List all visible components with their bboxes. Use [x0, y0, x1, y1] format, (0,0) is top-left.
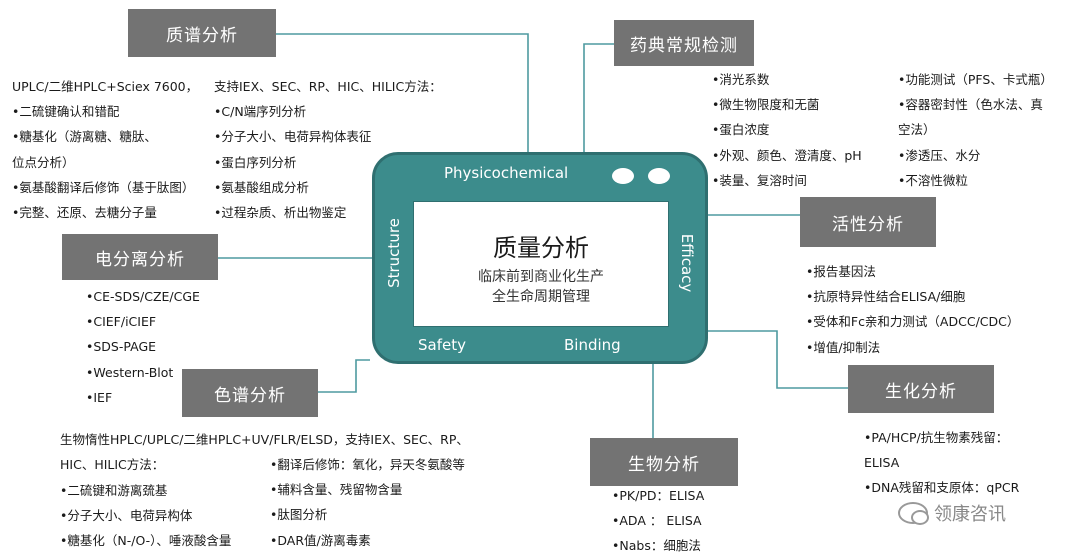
- line-chromatography: [318, 359, 370, 393]
- pharmacopeia-line: •功能测试（PFS、卡式瓶）: [898, 72, 1053, 87]
- mass-spec-col1: UPLC/二维HPLC+Sciex 7600， •二硫键确认和错配 •糖基化（游…: [12, 74, 198, 225]
- bio-line: •PK/PD：ELISA: [612, 488, 705, 503]
- bio-title-box: 生物分析: [590, 438, 738, 486]
- line-mass-spec: [276, 33, 529, 156]
- mass-spec-line: •C/N端序列分析: [214, 104, 307, 120]
- chromatography-line: •分子大小、电荷异构体: [60, 508, 193, 524]
- mass-spec-line: •氨基酸翻译后修饰（基于肽图）: [12, 179, 195, 195]
- mass-spec-line: 位点分析）: [12, 154, 75, 170]
- biochem-line: •DNA残留和支原体：qPCR: [864, 480, 1020, 496]
- mass-spec-line: UPLC/二维HPLC+Sciex 7600，: [12, 79, 199, 94]
- pharmacopeia-col1: •消光系数 •微生物限度和无菌 •蛋白浓度 •外观、颜色、澄清度、pH •装量、…: [712, 67, 862, 193]
- electro-line: •CIEF/iCIEF: [86, 314, 157, 330]
- mass-spec-line: 支持IEX、SEC、RP、HIC、HILIC方法：: [214, 79, 442, 94]
- mass-spec-line: •糖基化（游离糖、糖肽、: [12, 129, 157, 145]
- bio-line: •ADA ： ELISA: [612, 513, 702, 529]
- pharmacopeia-line: •蛋白浓度: [712, 122, 770, 138]
- electro-title-box: 电分离分析: [62, 234, 218, 280]
- chromatography-line: •肽图分析: [270, 507, 328, 523]
- biochem-line: ELISA: [864, 455, 900, 471]
- biochem-line: •PA/HCP/抗生物素残留：: [864, 430, 1009, 445]
- chromatography-line: •二硫键和游离巯基: [60, 483, 168, 498]
- pharmacopeia-line: •微生物限度和无菌: [712, 97, 820, 113]
- activity-line: •抗原特异性结合ELISA/细胞: [806, 289, 966, 305]
- pharmacopeia-line: •消光系数: [712, 72, 770, 87]
- label-structure: Structure: [385, 218, 403, 288]
- electro-line: •IEF: [86, 389, 113, 405]
- watermark: 领康咨讯: [898, 500, 1006, 526]
- mass-spec-line: •分子大小、电荷异构体表征: [214, 129, 372, 145]
- pharmacopeia-line: •外观、颜色、澄清度、pH: [712, 147, 862, 163]
- chromatography-title-box: 色谱分析: [182, 369, 318, 417]
- bio-line: •Nabs：细胞法: [612, 538, 701, 554]
- chromatography-col2: •翻译后修饰：氧化，异天冬氨酸等 •辅料含量、残留物含量 •肽图分析 •DAR值…: [270, 452, 465, 553]
- mass-spec-line: •氨基酸组成分析: [214, 179, 309, 195]
- label-safety: Safety: [418, 336, 466, 354]
- center-subtitle-1: 临床前到商业化生产: [478, 269, 604, 285]
- biochem-title-box: 生化分析: [848, 365, 994, 413]
- pharmacopeia-line: •容器密封性（色水法、真: [898, 97, 1043, 113]
- activity-title-box: 活性分析: [800, 197, 936, 247]
- chromatography-intro-1: 生物惰性HPLC/UPLC/二维HPLC+UV/FLR/ELSD，支持IEX、S…: [60, 432, 469, 447]
- activity-line: •增值/抑制法: [806, 339, 881, 355]
- device-screen: [413, 201, 669, 327]
- chromatography-intro-2: HIC、HILIC方法：: [60, 457, 165, 472]
- bio-items: •PK/PD：ELISA •ADA ： ELISA •Nabs：细胞法: [612, 483, 704, 559]
- chromatography-line: •辅料含量、残留物含量: [270, 482, 403, 498]
- pharmacopeia-line: •不溶性微粒: [898, 172, 968, 188]
- pharmacopeia-line: •渗透压、水分: [898, 147, 981, 163]
- device-dot-icon: [648, 168, 670, 184]
- pharmacopeia-col2: •功能测试（PFS、卡式瓶） •容器密封性（色水法、真 空法） •渗透压、水分 …: [898, 67, 1053, 193]
- activity-line: •报告基因法: [806, 264, 876, 279]
- device-dot-icon: [612, 168, 634, 184]
- chromatography-line: •DAR值/游离毒素: [270, 532, 371, 548]
- pharmacopeia-line: •装量、复溶时间: [712, 172, 807, 188]
- mass-spec-line: •过程杂质、析出物鉴定: [214, 204, 347, 220]
- center-title: 质量分析: [493, 234, 589, 262]
- electro-line: •Western-Blot: [86, 364, 174, 380]
- mass-spec-title-box: 质谱分析: [128, 9, 276, 57]
- electro-line: •CE-SDS/CZE/CGE: [86, 289, 200, 304]
- biochem-items: •PA/HCP/抗生物素残留： ELISA •DNA残留和支原体：qPCR: [864, 425, 1019, 501]
- chromatography-col1: •二硫键和游离巯基 •分子大小、电荷异构体 •糖基化（N-/O-）、唾液酸含量: [60, 478, 231, 554]
- mass-spec-line: •完整、还原、去糖分子量: [12, 204, 157, 220]
- center-subtitle-2: 全生命周期管理: [492, 289, 590, 305]
- pharmacopeia-title-box: 药典常规检测: [614, 20, 754, 66]
- label-physicochemical: Physicochemical: [444, 164, 569, 182]
- chromatography-line: •翻译后修饰：氧化，异天冬氨酸等: [270, 457, 465, 472]
- wechat-icon: [898, 502, 929, 525]
- mass-spec-col2: 支持IEX、SEC、RP、HIC、HILIC方法： •C/N端序列分析 •分子大…: [214, 74, 442, 225]
- activity-items: •报告基因法 •抗原特异性结合ELISA/细胞 •受体和Fc亲和力测试（ADCC…: [806, 259, 1019, 360]
- pharmacopeia-line: 空法）: [898, 122, 936, 138]
- line-pharmacopeia: [583, 43, 614, 156]
- line-biochem: [703, 330, 848, 389]
- chromatography-line: •糖基化（N-/O-）、唾液酸含量: [60, 533, 232, 549]
- label-binding: Binding: [564, 336, 621, 354]
- label-efficacy: Efficacy: [678, 233, 696, 293]
- mass-spec-line: •蛋白序列分析: [214, 154, 297, 170]
- electro-items: •CE-SDS/CZE/CGE •CIEF/iCIEF •SDS-PAGE •W…: [86, 284, 200, 410]
- activity-line: •受体和Fc亲和力测试（ADCC/CDC）: [806, 314, 1020, 330]
- electro-line: •SDS-PAGE: [86, 339, 157, 355]
- mass-spec-line: •二硫键确认和错配: [12, 104, 120, 120]
- watermark-text: 领康咨讯: [934, 504, 1006, 525]
